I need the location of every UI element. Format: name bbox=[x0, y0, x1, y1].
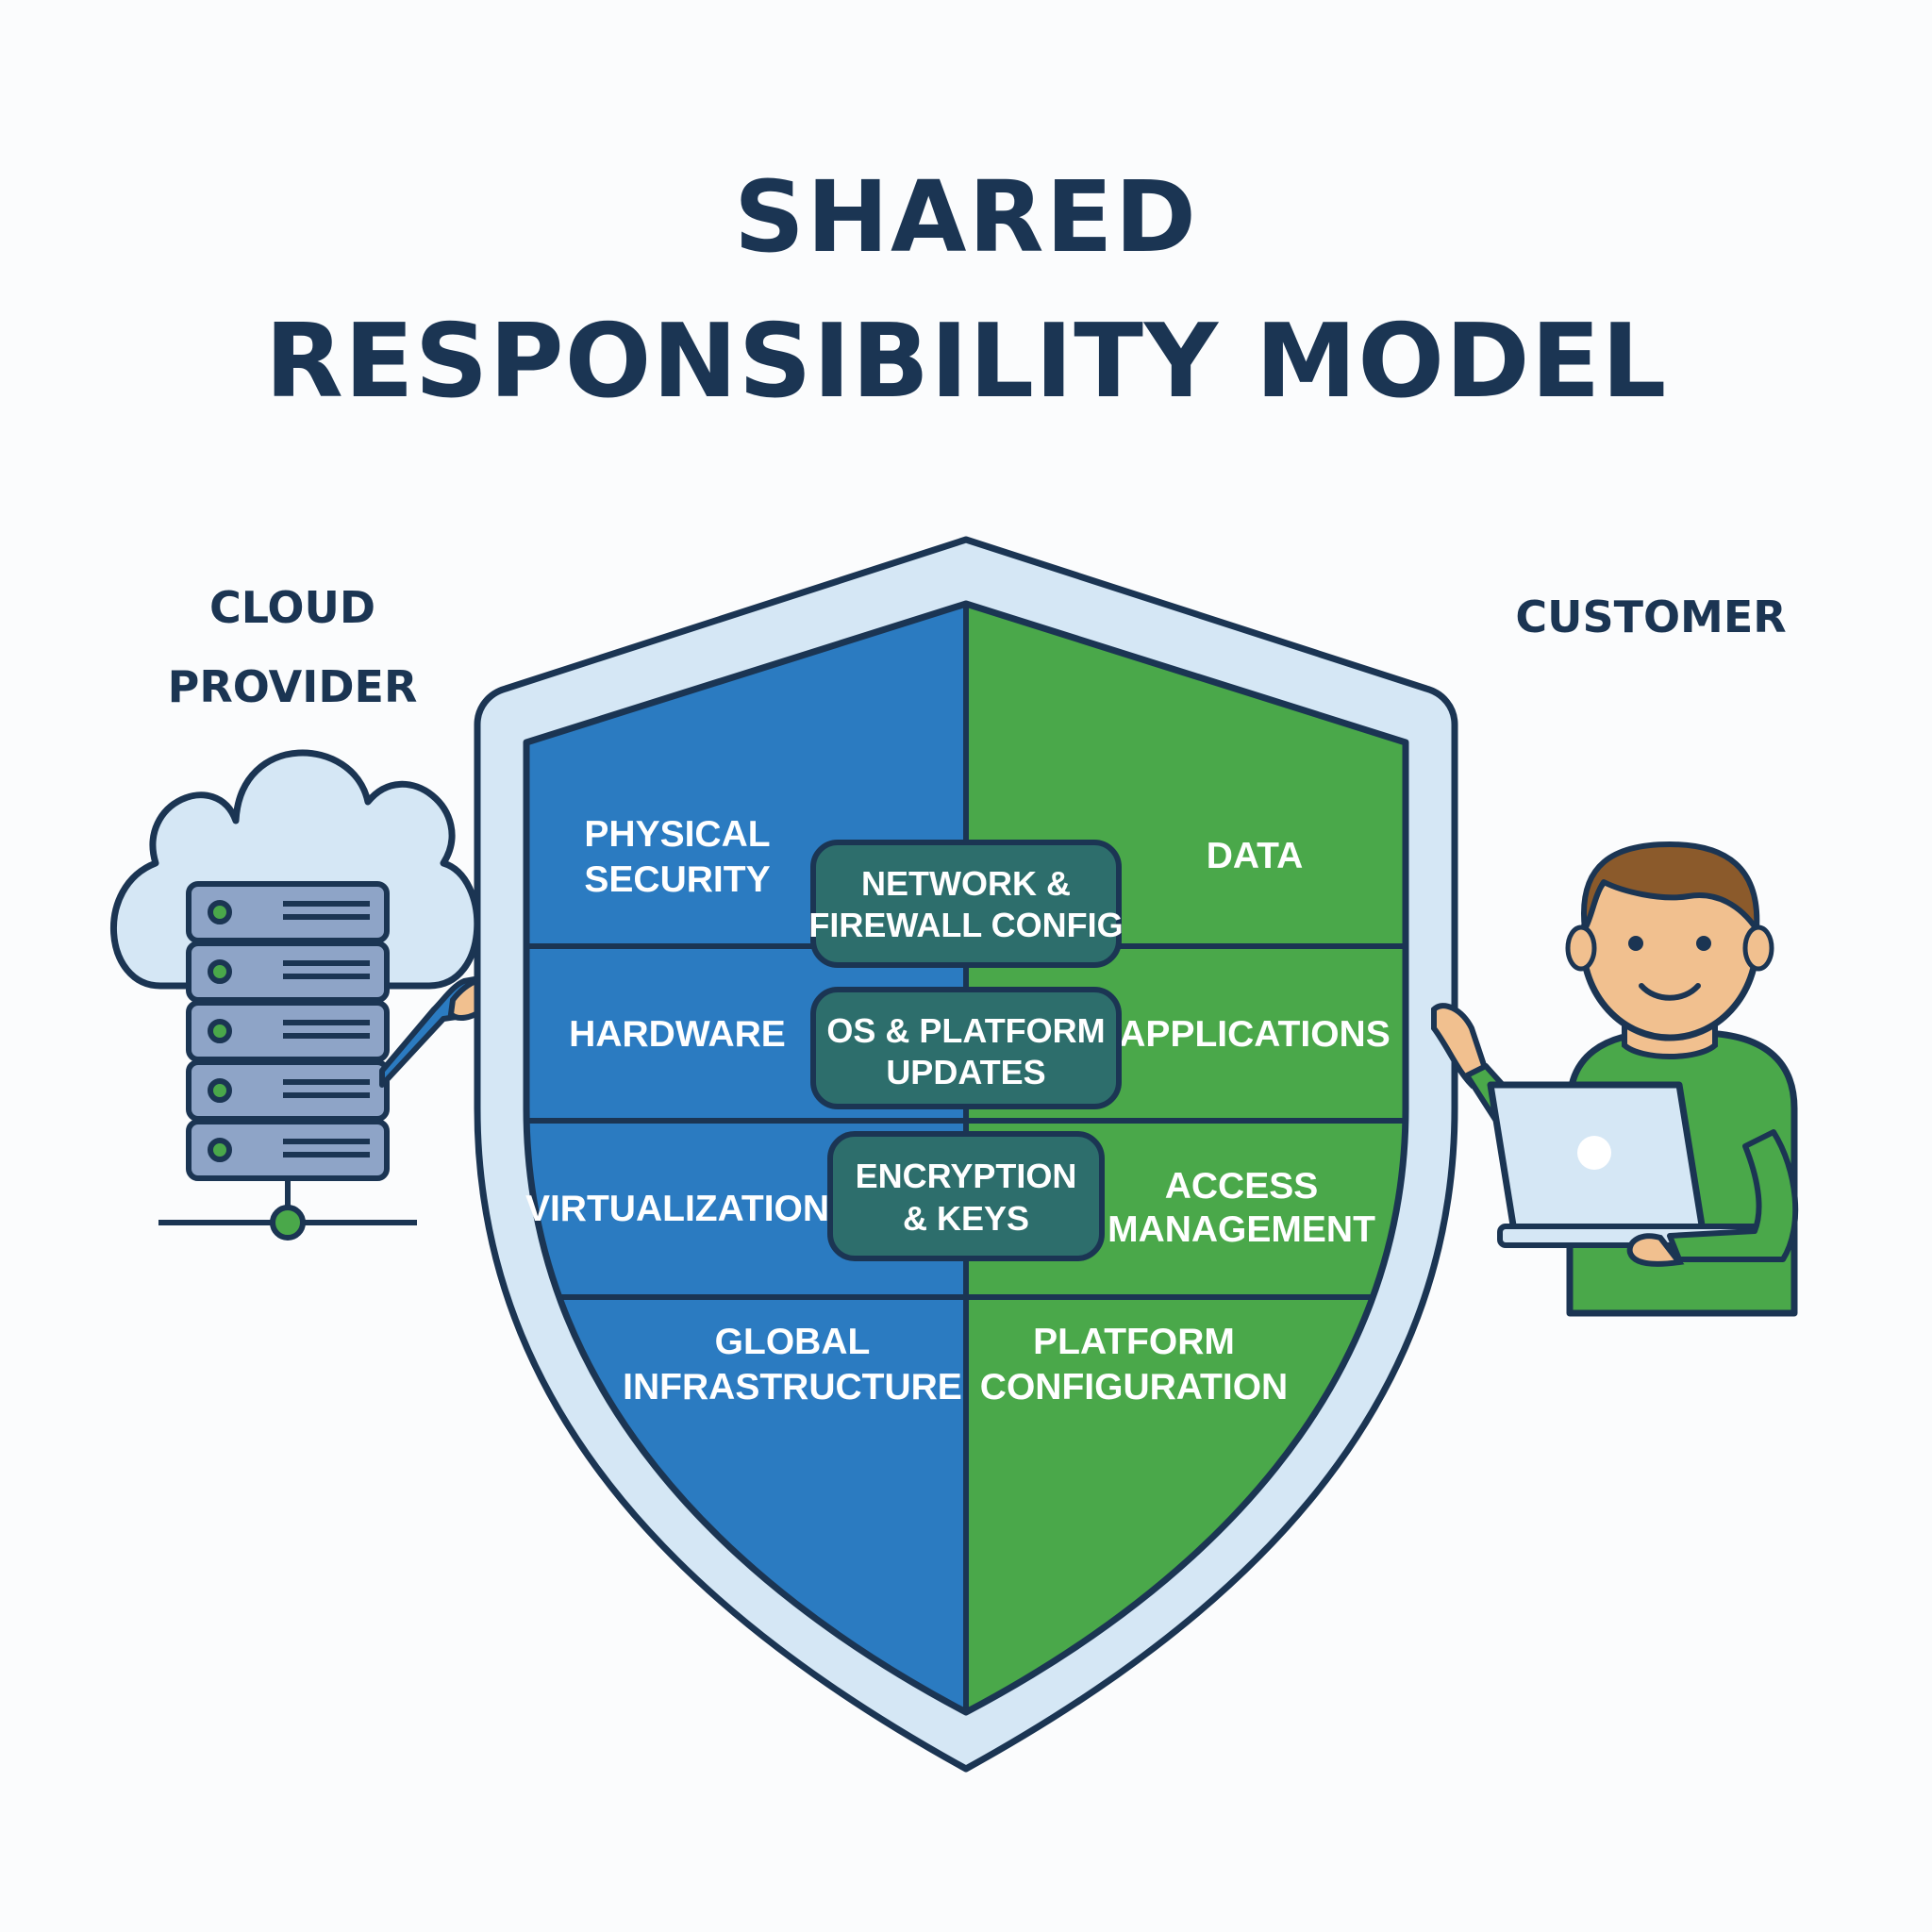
provider-cell-global-infrastructure-line-1: GLOBAL bbox=[715, 1322, 871, 1362]
customer-cell-access-management-line-2: MANAGEMENT bbox=[1108, 1209, 1375, 1250]
cloud-provider-label: CLOUD PROVIDER bbox=[123, 568, 462, 726]
shared-cell-encryption-keys: ENCRYPTION & KEYS bbox=[827, 1131, 1105, 1261]
cloud-provider-label-line-2: PROVIDER bbox=[167, 661, 418, 712]
provider-cell-global-infrastructure: GLOBAL INFRASTRUCTURE bbox=[623, 1322, 962, 1407]
shared-cell-network-firewall-line-1: NETWORK & bbox=[861, 864, 1071, 903]
customer-cell-platform-configuration-line-1: PLATFORM bbox=[1033, 1322, 1235, 1362]
customer-label: CUSTOMER bbox=[1515, 591, 1787, 642]
provider-cell-physical-security-line-1: PHYSICAL bbox=[584, 814, 770, 855]
customer-cell-access-management-line-1: ACCESS bbox=[1165, 1166, 1319, 1207]
shared-cell-os-platform-updates: OS & PLATFORM UPDATES bbox=[810, 987, 1122, 1109]
customer-cell-access-management: ACCESS MANAGEMENT bbox=[1108, 1166, 1375, 1250]
shared-cell-network-firewall-line-2: FIREWALL CONFIG bbox=[808, 906, 1123, 944]
shared-cell-os-platform-updates-line-1: OS & PLATFORM bbox=[826, 1011, 1105, 1050]
server-rack-icon bbox=[158, 881, 417, 1241]
provider-cell-virtualization: VIRTUALIZATION bbox=[525, 1189, 829, 1229]
title-line-2: RESPONSIBILITY MODEL bbox=[264, 303, 1668, 421]
provider-cell-hardware-line-1: HARDWARE bbox=[569, 1014, 786, 1055]
shared-cell-encryption-keys-line-1: ENCRYPTION bbox=[856, 1157, 1077, 1195]
customer-hair-icon bbox=[1581, 841, 1760, 932]
shared-cell-os-platform-updates-line-2: UPDATES bbox=[886, 1053, 1045, 1091]
customer-cell-applications-line-1: APPLICATIONS bbox=[1119, 1014, 1390, 1055]
title-line-1: SHARED bbox=[734, 159, 1198, 275]
cloud-server-icon bbox=[110, 749, 508, 1241]
customer-cell-platform-configuration-line-2: CONFIGURATION bbox=[980, 1367, 1288, 1407]
provider-cell-hardware: HARDWARE bbox=[569, 1014, 786, 1055]
provider-cell-virtualization-line-1: VIRTUALIZATION bbox=[525, 1189, 829, 1229]
customer-cell-data-line-1: DATA bbox=[1207, 836, 1304, 876]
security-shield: PHYSICAL SECURITY HARDWARE VIRTUALIZATIO… bbox=[474, 536, 1458, 1773]
provider-cell-global-infrastructure-line-2: INFRASTRUCTURE bbox=[623, 1367, 962, 1407]
cloud-provider-label-line-1: CLOUD bbox=[208, 582, 376, 633]
customer-cell-applications: APPLICATIONS bbox=[1119, 1014, 1390, 1055]
provider-cell-physical-security-line-2: SECURITY bbox=[584, 859, 770, 900]
customer-cell-data: DATA bbox=[1207, 836, 1304, 876]
provider-cell-physical-security: PHYSICAL SECURITY bbox=[584, 814, 770, 900]
shared-cell-network-firewall: NETWORK & FIREWALL CONFIG bbox=[808, 840, 1124, 968]
shared-cell-encryption-keys-line-2: & KEYS bbox=[903, 1199, 1029, 1238]
shield-inner-border bbox=[523, 600, 1409, 1716]
customer-cell-platform-configuration: PLATFORM CONFIGURATION bbox=[980, 1322, 1288, 1407]
person-laptop-icon bbox=[1431, 841, 1799, 1317]
